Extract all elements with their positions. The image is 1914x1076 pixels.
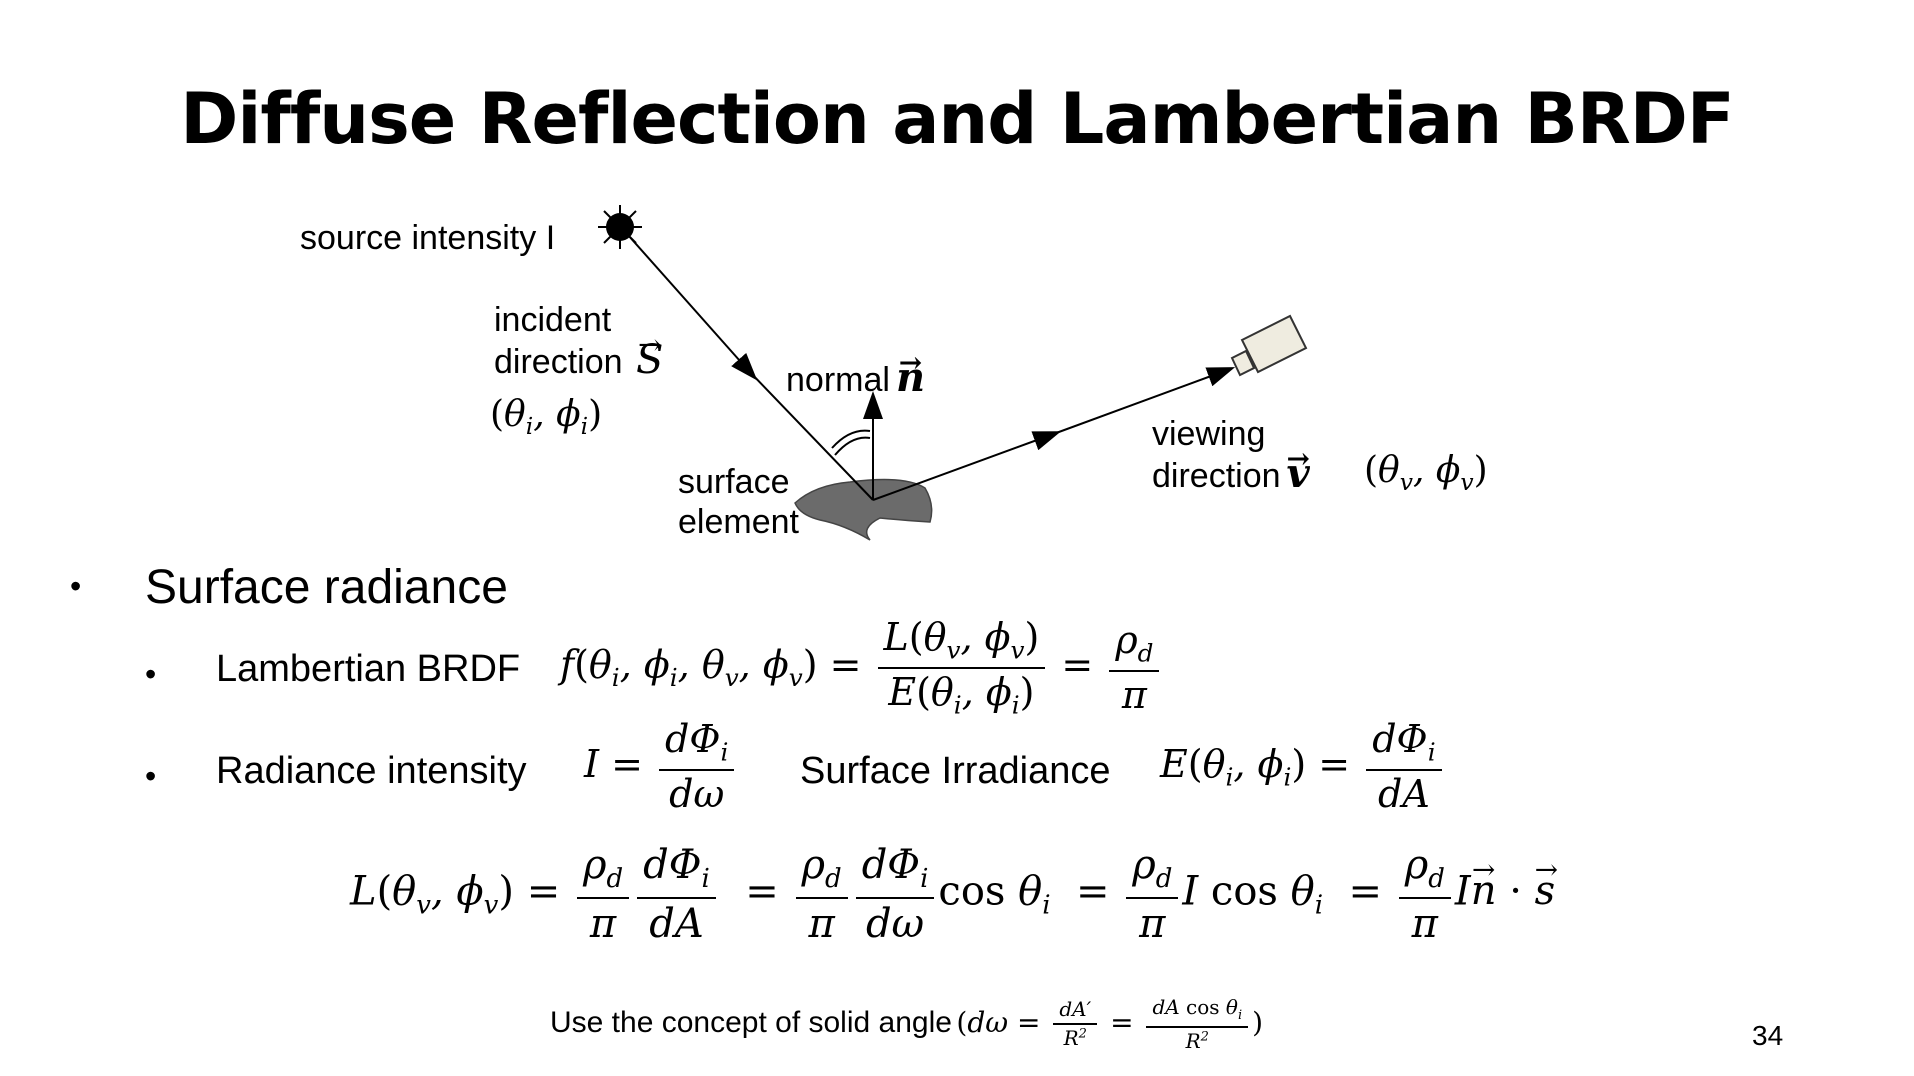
page-title: Diffuse Reflection and Lambertian BRDF (180, 78, 1734, 160)
viewing-direction-label: viewing directionv (1152, 414, 1310, 496)
lambertian-brdf-label: Lambertian BRDF (216, 648, 521, 690)
camera-icon (1230, 314, 1308, 377)
viewing-angles: (θv, ϕv) (1364, 450, 1488, 497)
sun-icon (598, 205, 642, 249)
bullet-dot: • (145, 758, 157, 794)
surface-element-label: surface element (678, 463, 799, 541)
bullet-dot: • (145, 656, 157, 692)
lambertian-brdf-equation: f(θi, ϕi, θv, ϕv) = L(θv, ϕv)E(θi, ϕi) =… (560, 615, 1163, 720)
radiance-intensity-label: Radiance intensity (216, 750, 527, 792)
viewing-ray (872, 431, 1062, 501)
incident-direction-label: incident direction S (494, 300, 664, 382)
bullet-dot: • (70, 568, 82, 604)
page-number: 34 (1752, 1020, 1784, 1051)
incident-angles: (θi, ϕi) (490, 394, 603, 441)
source-label: source intensity I (300, 219, 556, 257)
normal-label: normaln (786, 343, 925, 400)
incident-vector-symbol: S (636, 325, 664, 380)
bullet-surface-radiance: Surface radiance (145, 561, 508, 614)
solid-angle-footnote: Use the concept of solid angle (dω = dA′… (550, 995, 1264, 1053)
incident-ray (627, 234, 758, 381)
surface-element-shape (794, 478, 933, 541)
surface-irradiance-label: Surface Irradiance (800, 750, 1111, 792)
